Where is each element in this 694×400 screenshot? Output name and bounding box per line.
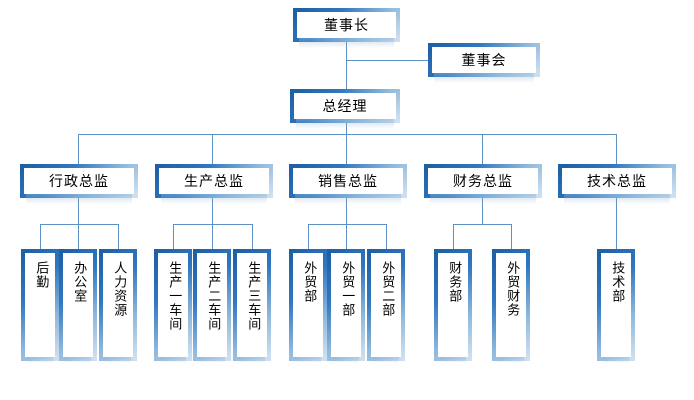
node-dept-foreign-trade-finance-label: 外贸财务 [504,261,520,317]
node-dept-technology[interactable]: 技术部 [597,249,635,363]
connector-sales-child-3 [386,224,387,249]
node-dept-human-resources-label: 人力资源 [111,261,127,317]
node-dept-office-label: 办公室 [71,261,87,303]
node-dept-human-resources[interactable]: 人力资源 [99,249,137,363]
connector-director-drop-5 [616,134,617,164]
node-dept-workshop-3[interactable]: 生产三车间 [233,249,271,363]
connector-director-drop-3 [346,134,347,164]
node-dept-workshop-2-label: 生产二车间 [205,261,221,331]
node-dept-finance[interactable]: 财务部 [434,249,472,363]
connector-technology-drop [616,198,617,249]
node-dept-foreign-trade[interactable]: 外贸部 [289,249,327,363]
node-chairman-label: 董事长 [324,18,369,34]
connector-director-drop-4 [482,134,483,164]
node-dept-office[interactable]: 办公室 [59,249,97,363]
node-general-manager[interactable]: 总经理 [290,89,400,129]
connector-director-drop-1 [78,134,79,164]
connector-chairman-to-gm [346,42,347,89]
node-board-label: 董事会 [461,53,507,69]
connector-admin-child-3 [118,224,119,249]
node-dept-workshop-1-label: 生产一车间 [166,261,182,331]
node-director-finance-label: 财务总监 [453,174,513,190]
node-dept-workshop-3-label: 生产三车间 [245,261,261,331]
node-dept-workshop-2[interactable]: 生产二车间 [193,249,231,363]
connector-admin-child-1 [40,224,41,249]
connector-finance-child-1 [453,224,454,249]
connector-sales-drop [346,198,347,224]
connector-finance-drop [482,198,483,224]
node-dept-foreign-trade-1[interactable]: 外贸一部 [327,249,365,363]
connector-sales-child-2 [346,224,347,249]
connector-finance-child-2 [511,224,512,249]
node-dept-workshop-1[interactable]: 生产一车间 [154,249,192,363]
connector-director-bus [78,134,616,135]
node-director-technology[interactable]: 技术总监 [558,164,676,204]
node-director-finance[interactable]: 财务总监 [424,164,542,204]
connector-production-child-1 [173,224,174,249]
connector-gm-drop [346,123,347,135]
node-dept-technology-label: 技术部 [609,261,625,303]
connector-chairman-to-board [346,60,428,61]
connector-production-drop [212,198,213,224]
connector-production-child-2 [212,224,213,249]
node-dept-logistics-label: 后勤 [33,261,49,289]
connector-director-drop-2 [212,134,213,164]
node-dept-foreign-trade-label: 外贸部 [301,261,317,303]
connector-production-child-3 [252,224,253,249]
node-director-production[interactable]: 生产总监 [155,164,273,204]
connector-admin-bus [40,224,118,225]
connector-finance-bus [453,224,511,225]
node-dept-foreign-trade-2-label: 外贸二部 [379,261,395,317]
connector-sales-bus [308,224,386,225]
node-director-production-label: 生产总监 [184,174,244,190]
node-director-sales[interactable]: 销售总监 [289,164,407,204]
connector-sales-child-1 [308,224,309,249]
node-director-admin-label: 行政总监 [49,174,109,190]
node-dept-foreign-trade-finance[interactable]: 外贸财务 [492,249,530,363]
node-dept-logistics[interactable]: 后勤 [21,249,59,363]
node-board[interactable]: 董事会 [428,43,540,83]
node-dept-foreign-trade-2[interactable]: 外贸二部 [367,249,405,363]
node-general-manager-label: 总经理 [322,99,368,115]
node-dept-finance-label: 财务部 [446,261,462,303]
node-dept-foreign-trade-1-label: 外贸一部 [339,261,355,317]
node-chairman[interactable]: 董事长 [293,8,400,48]
connector-admin-drop [78,198,79,224]
node-director-technology-label: 技术总监 [587,174,647,190]
node-director-admin[interactable]: 行政总监 [20,164,138,204]
connector-admin-child-2 [78,224,79,249]
node-director-sales-label: 销售总监 [318,174,378,190]
